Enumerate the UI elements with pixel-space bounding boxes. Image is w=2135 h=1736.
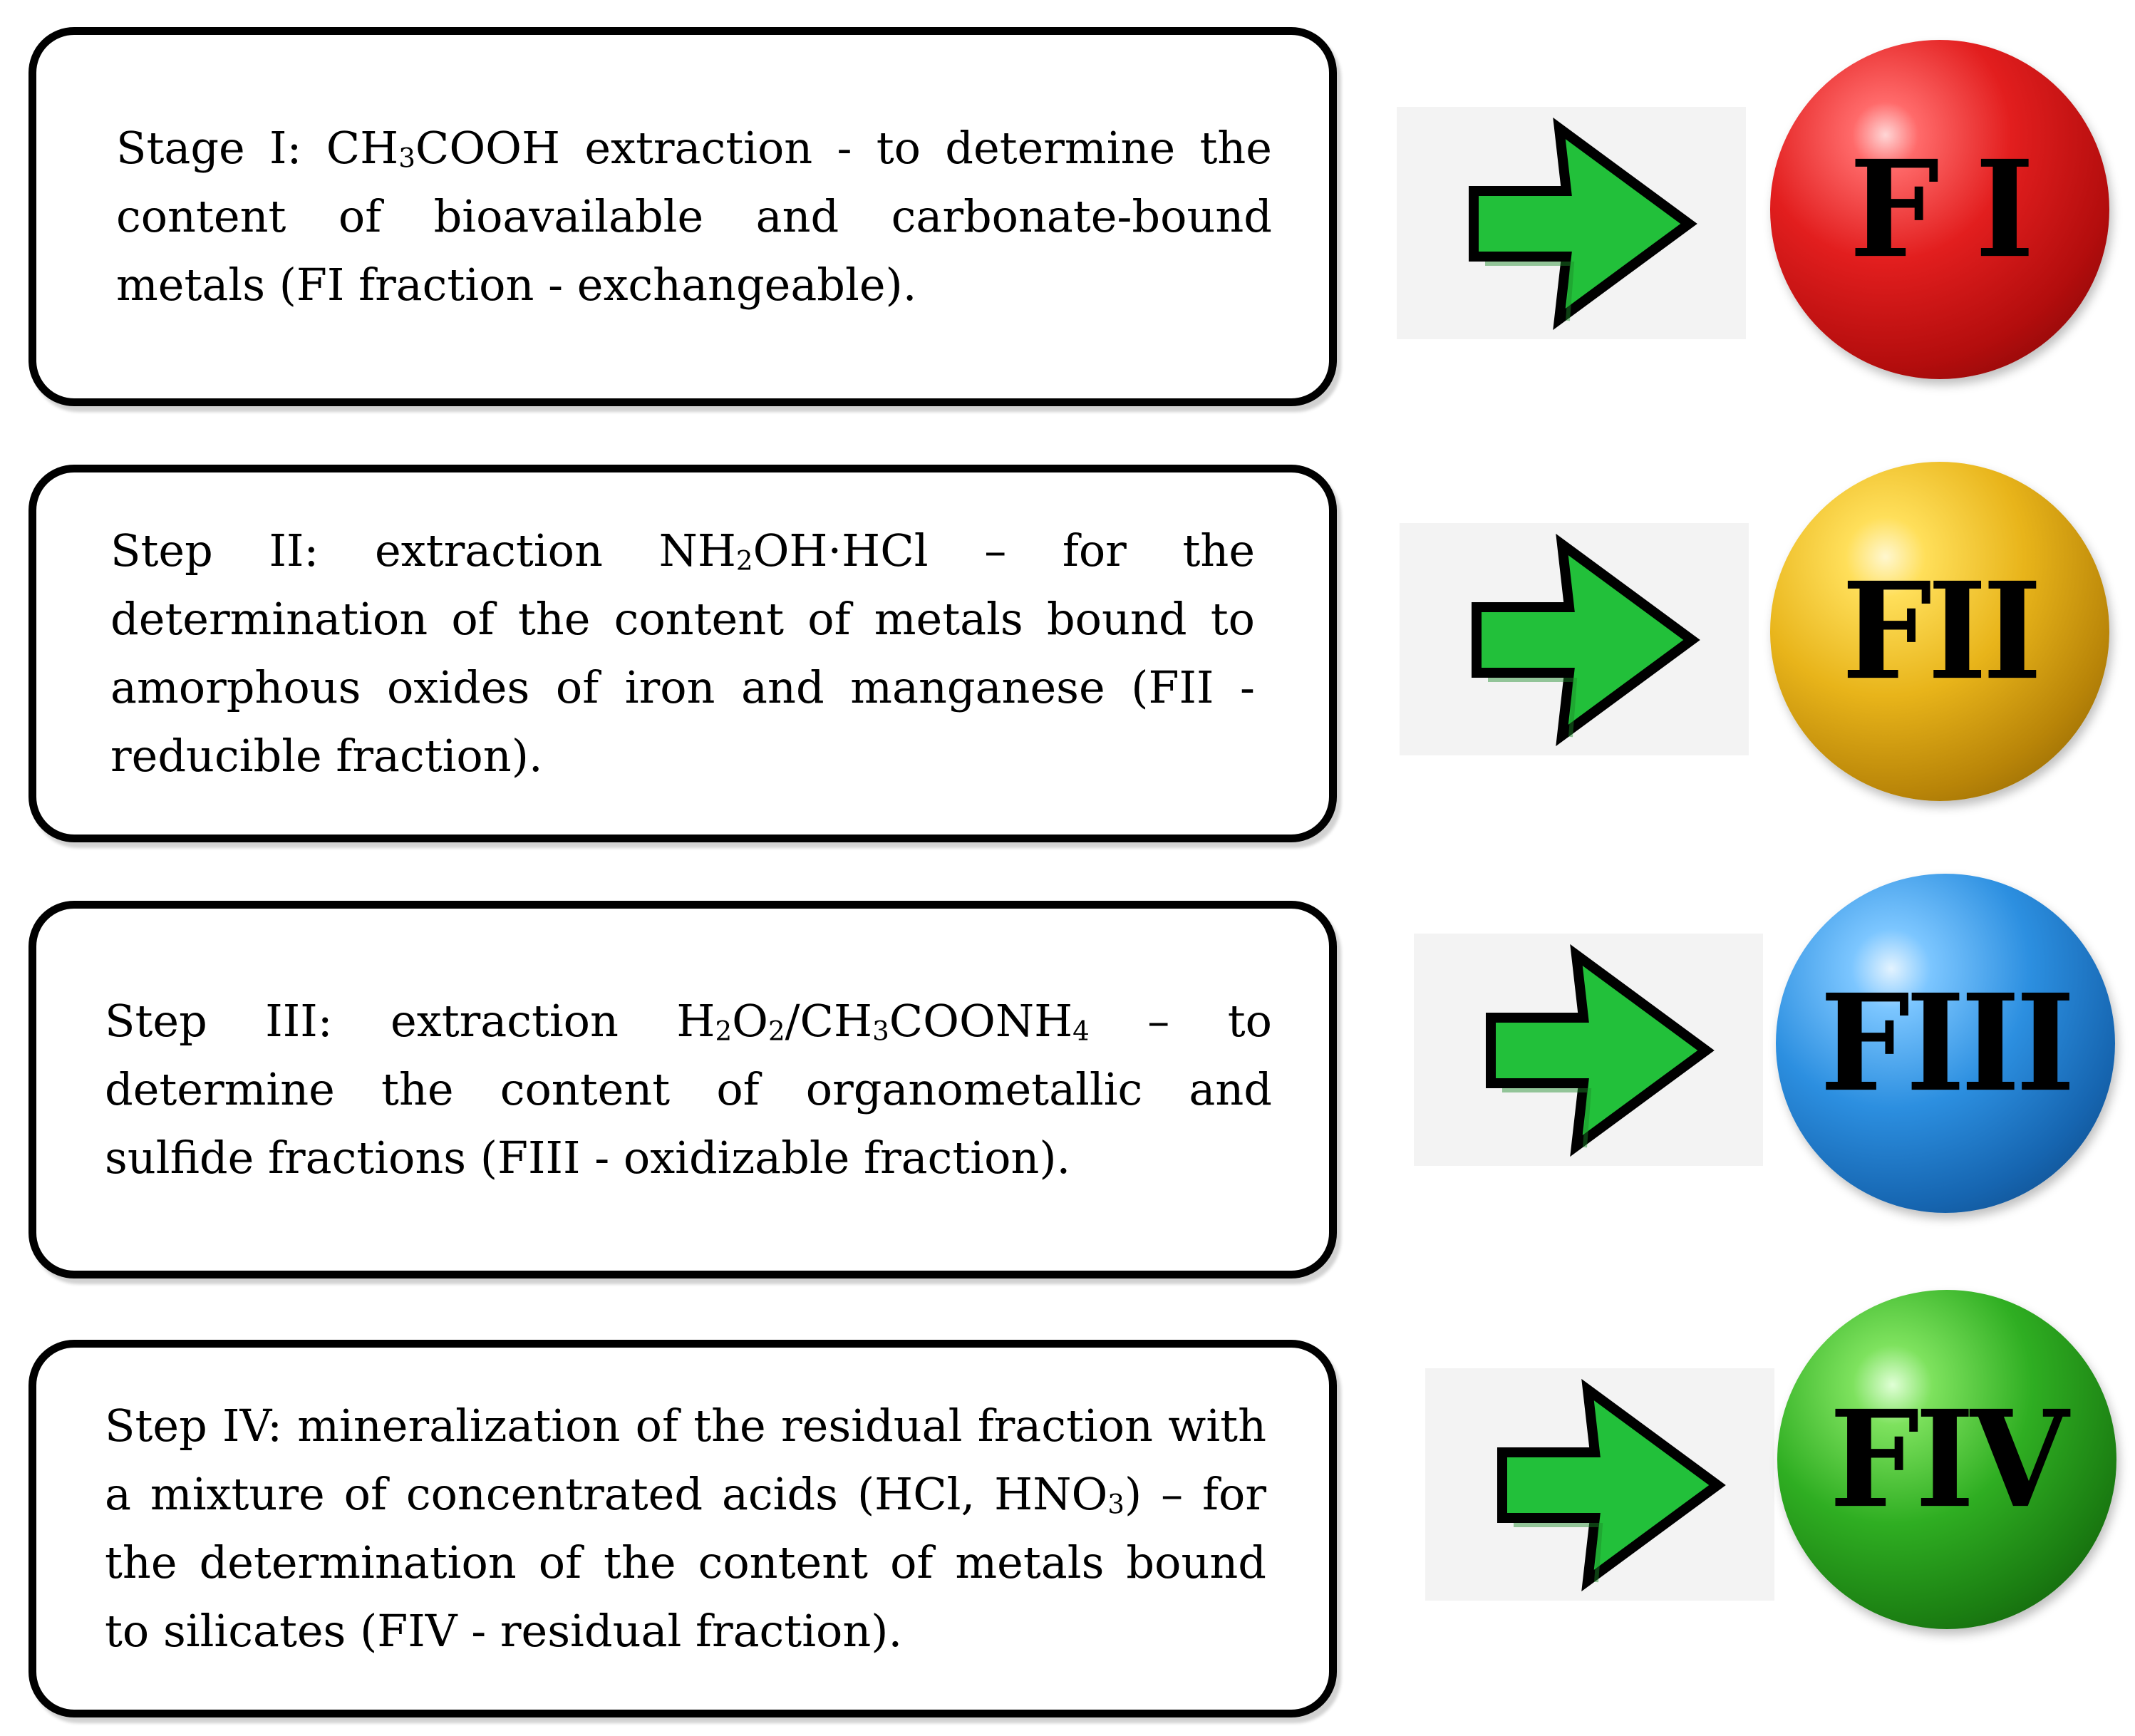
fraction-label-fii: FII [1841, 552, 2042, 710]
stage-2-box: Step II: extraction NH2OH·HCl – for the … [29, 465, 1337, 842]
fraction-sphere-fiv: FIV [1777, 1290, 2116, 1629]
fraction-sphere-fiii: FIII [1776, 874, 2115, 1213]
stage-4-box: Step IV: mineralization of the residual … [29, 1340, 1337, 1717]
subscript: 4 [1072, 1015, 1090, 1047]
right-arrow-icon [1497, 1378, 1726, 1592]
subscript: 3 [398, 142, 415, 174]
right-arrow-icon [1486, 944, 1715, 1157]
fraction-sphere-fii: FII [1770, 462, 2109, 801]
stage-4-text: Step IV: mineralization of the residual … [105, 1400, 1266, 1657]
arrow-panel-2 [1400, 523, 1749, 755]
right-arrow-icon [1472, 533, 1700, 747]
stage-2-text: Step II: extraction NH2OH·HCl – for the … [110, 525, 1256, 782]
stage-1-box: Stage I: CH3COOH extraction - to determi… [29, 27, 1337, 406]
arrow-panel-3 [1414, 934, 1763, 1166]
subscript: 2 [735, 544, 753, 577]
stage-3-box: Step III: extraction H2O2/CH3COONH4 – to… [29, 901, 1337, 1278]
fraction-label-fiv: FIV [1829, 1380, 2069, 1538]
fraction-label-fiii: FIII [1819, 964, 2075, 1122]
stage-3-text: Step III: extraction H2O2/CH3COONH4 – to… [105, 995, 1272, 1184]
fraction-sphere-fi: F I [1770, 40, 2109, 379]
fraction-label-fi: F I [1849, 130, 2035, 288]
arrow-panel-4 [1425, 1368, 1774, 1601]
subscript: 3 [1107, 1488, 1125, 1520]
subscript: 2 [715, 1015, 733, 1047]
subscript: 2 [767, 1015, 785, 1047]
right-arrow-icon [1469, 117, 1697, 331]
arrow-panel-1 [1397, 107, 1746, 339]
subscript: 3 [872, 1015, 889, 1047]
stage-1-text: Stage I: CH3COOH extraction - to determi… [116, 122, 1272, 311]
